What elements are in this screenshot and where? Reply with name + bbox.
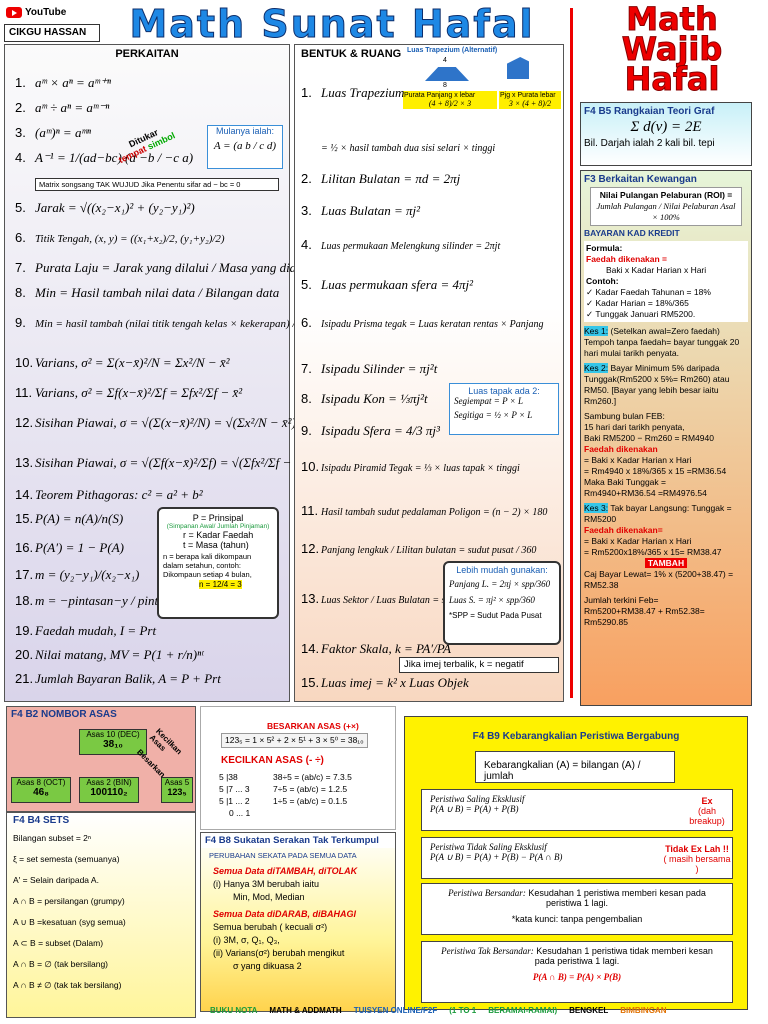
perkaitan-formula: 19.Faedah mudah, I = Prt [15,623,157,638]
set-definition: A ⊂ B = subset (Dalam) [13,938,104,948]
perkaitan-formula: 15.P(A) = n(A)/n(S) [15,511,124,526]
asas-conversion-panel: BESARKAN ASAS (+×) 123₅ = 1 × 5² + 2 × 5… [200,706,396,830]
set-definition: A ∩ B ≠ ∅ (tak tak bersilang) [13,980,122,990]
kebarangkalian-formula: Kebarangkalian (A) = bilangan (A) / juml… [475,751,675,783]
set-definition: ξ = set semesta (semuanya) [13,854,120,864]
trap-option-a: Purata Panjang x lebar(4 + 8)/2 × 3 [403,91,497,109]
kes-1: Kes 1: (Setelkan awal=Zero faedah) Tempo… [584,326,740,358]
matrix-note: Matrix songsang TAK WUJUD Jika Penentu s… [35,178,279,191]
play-icon [6,6,22,18]
set-definition: A ∪ B =kesatuan (syg semua) [13,917,126,927]
trapezium-shape [425,67,469,81]
bentuk-formula: 15.Luas imej = k² x Luas Objek [301,675,469,690]
kes-3: Kes 3: Tak bayar Langsung: Tunggak = RM5… [584,503,734,627]
perkaitan-formula: 21.Jumlah Bayaran Balik, A = P + Prt [15,671,221,686]
bentuk-formula: 3.Luas Bulatan = πj² [301,203,420,218]
perkaitan-formula: 10.Varians, σ² = Σ(x−x̄)²/N = Σx²/N − x̄… [15,355,230,370]
mulanya-box: Mulanya ialah: A = (a b / c d) [207,125,283,169]
bentuk-formula: 9.Isipadu Sfera = 4/3 πj³ [301,423,440,438]
page-title: Math Sunat Hafal [129,2,535,47]
bentuk-formula: 4.Luas permukaan Melengkung silinder = 2… [301,237,501,252]
divider-line [570,8,573,698]
formula-box: Formula: Faedah dikenakan = Baki x Kadar… [584,241,748,322]
prinsipal-box: P = Prinsipal (Simpanan Awal/ Jumlah Pin… [157,507,279,619]
perkaitan-formula: 13.Sisihan Piawai, σ = √(Σf(x−x̄)²/Σf) =… [15,455,309,470]
roi-box: Nilai Pulangan Pelaburan (ROI) = Jumlah … [590,187,742,226]
bentuk-formula: 7.Isipadu Silinder = πj²t [301,361,438,376]
trapezium-alt-box: Luas Trapezium (Alternatif) 4 8 Purata P… [403,45,563,127]
perkaitan-formula: 5.Jarak = √((x₂−x₁)² + (y₂−y₁)²) [15,200,195,215]
bentuk-formula: 13.Luas Sektor / Luas Bulatan = sudut pu… [301,591,511,606]
kes-2: Kes 2: Bayar Minimum 5% daripada Tunggak… [584,363,730,406]
perkaitan-formula: 3.(aᵐ)ⁿ = aᵐⁿ [15,125,91,140]
asas-10-box: Asas 10 (DEC)38₁₀ [79,729,147,755]
perkaitan-formula: 12.Sisihan Piawai, σ = √(Σ(x−x̄)²/N) = √… [15,415,296,430]
kebarangkalian-panel: F4 B9 Kebarangkalian Peristiwa Bergabung… [404,716,748,1010]
perkaitan-formula: 2.aᵐ ÷ aⁿ = aᵐ⁻ⁿ [15,100,110,115]
prism-shape [507,57,529,79]
set-definition: A ∩ B = persilangan (grumpy) [13,896,125,906]
asas-8-box: Asas 8 (OCT)46₈ [11,777,71,803]
perkaitan-formula: 6.Titik Tengah, (x, y) = ((x₁+x₂)/2, (y₁… [15,230,225,245]
wajib-title: Math Wajib Hafal [621,0,723,98]
perkaitan-formula: 17.m = (y₂−y₁)/(x₂−x₁) [15,567,140,582]
bentuk-formula: = ½ × hasil tambah dua sisi selari × tin… [321,143,496,154]
teori-graf-box: F4 B5 Rangkaian Teori Graf Σ d(v) = 2E B… [580,102,752,166]
bentuk-formula: 12.Panjang lengkuk / Lilitan bulatan = s… [301,541,537,556]
asas-2-box: Asas 2 (BIN)100110₂ [79,777,139,803]
nombor-asas-panel: F4 B2 NOMBOR ASAS Asas 10 (DEC)38₁₀ Asas… [6,706,196,812]
bentuk-formula: 6.Isipadu Prisma tegak = Luas keratan re… [301,315,544,330]
sukatan-serakan-panel: F4 B8 Sukatan Serakan Tak Terkumpul PERU… [200,832,396,1012]
perkaitan-formula: 18.m = −pintasan−y / pintasan−x [15,593,198,608]
bentuk-formula: 1.Luas Trapezium [301,85,405,100]
perkaitan-formula: 16.P(A′) = 1 − P(A) [15,540,124,555]
tak-bersandar-box: Peristiwa Tak Bersandar: Kesudahan 1 per… [421,941,733,1003]
author-label: CIKGU HASSAN [4,24,100,42]
bentuk-formula: 14.Faktor Skala, k = PA′/PA [301,641,451,656]
bentuk-formula: 2.Lilitan Bulatan = πd = 2πj [301,171,461,186]
perkaitan-formula: 14.Teorem Pithagoras: c² = a² + b² [15,487,203,502]
set-definition: A′ = Selain daripada A. [13,875,99,885]
sambung-feb: Sambung bulan FEB:15 hari dari tarikh pe… [584,411,727,498]
perkaitan-formula: 4.A⁻¹ = 1/(ad−bc) (d −b / −c a) [15,150,194,165]
perkaitan-formula: 20.Nilai matang, MV = P(1 + r/n)ⁿᵗ [15,647,204,662]
perkaitan-panel: PERKAITAN 1.aᵐ × aⁿ = aᵐ⁺ⁿ 2.aᵐ ÷ aⁿ = aᵐ… [4,44,404,702]
luas-tapak-box: Luas tapak ada 2: Segiempat = P × L Segi… [449,383,559,435]
footer: BUKU NOTA MATH & ADDMATH TUISYEN ONLINE/… [210,1005,667,1015]
perkaitan-formula: 8.Min = Hasil tambah nilai data / Bilang… [15,285,280,300]
set-definition: A ∩ B = ∅ (tak bersilang) [13,959,109,969]
perkaitan-formula: 7.Purata Laju = Jarak yang dilalui / Mas… [15,260,320,275]
perkaitan-formula: 1.aᵐ × aⁿ = aᵐ⁺ⁿ [15,75,111,90]
lebih-mudah-box: Lebih mudah gunakan: Panjang L. = 2πj × … [443,561,561,645]
bentuk-formula: 10.Isipadu Piramid Tegak = ⅓ × luas tapa… [301,459,520,474]
bentuk-formula: 5.Luas permukaan sfera = 4πj² [301,277,474,292]
bentuk-formula: 8.Isipadu Kon = ⅓πj²t [301,391,428,406]
bentuk-ruang-panel: BENTUK & RUANG Luas Trapezium (Alternati… [294,44,564,702]
perkaitan-title: PERKAITAN [115,48,179,60]
imej-terbalik-note: Jika imej terbalik, k = negatif [399,657,559,673]
perkaitan-formula: 11.Varians, σ² = Σf(x−x̄)²/Σf = Σfx²/Σf … [15,385,243,400]
kewangan-panel: F3 Berkaitan Kewangan Nilai Pulangan Pel… [580,170,752,706]
set-definition: Bilangan subset = 2ⁿ [13,833,92,843]
bentuk-title: BENTUK & RUANG [301,48,402,60]
youtube-logo: YouTube [6,4,86,20]
bentuk-formula: 11.Hasil tambah sudut pedalaman Poligon … [301,503,548,518]
bersandar-box: Peristiwa Bersandar: Kesudahan 1 peristi… [421,883,733,935]
